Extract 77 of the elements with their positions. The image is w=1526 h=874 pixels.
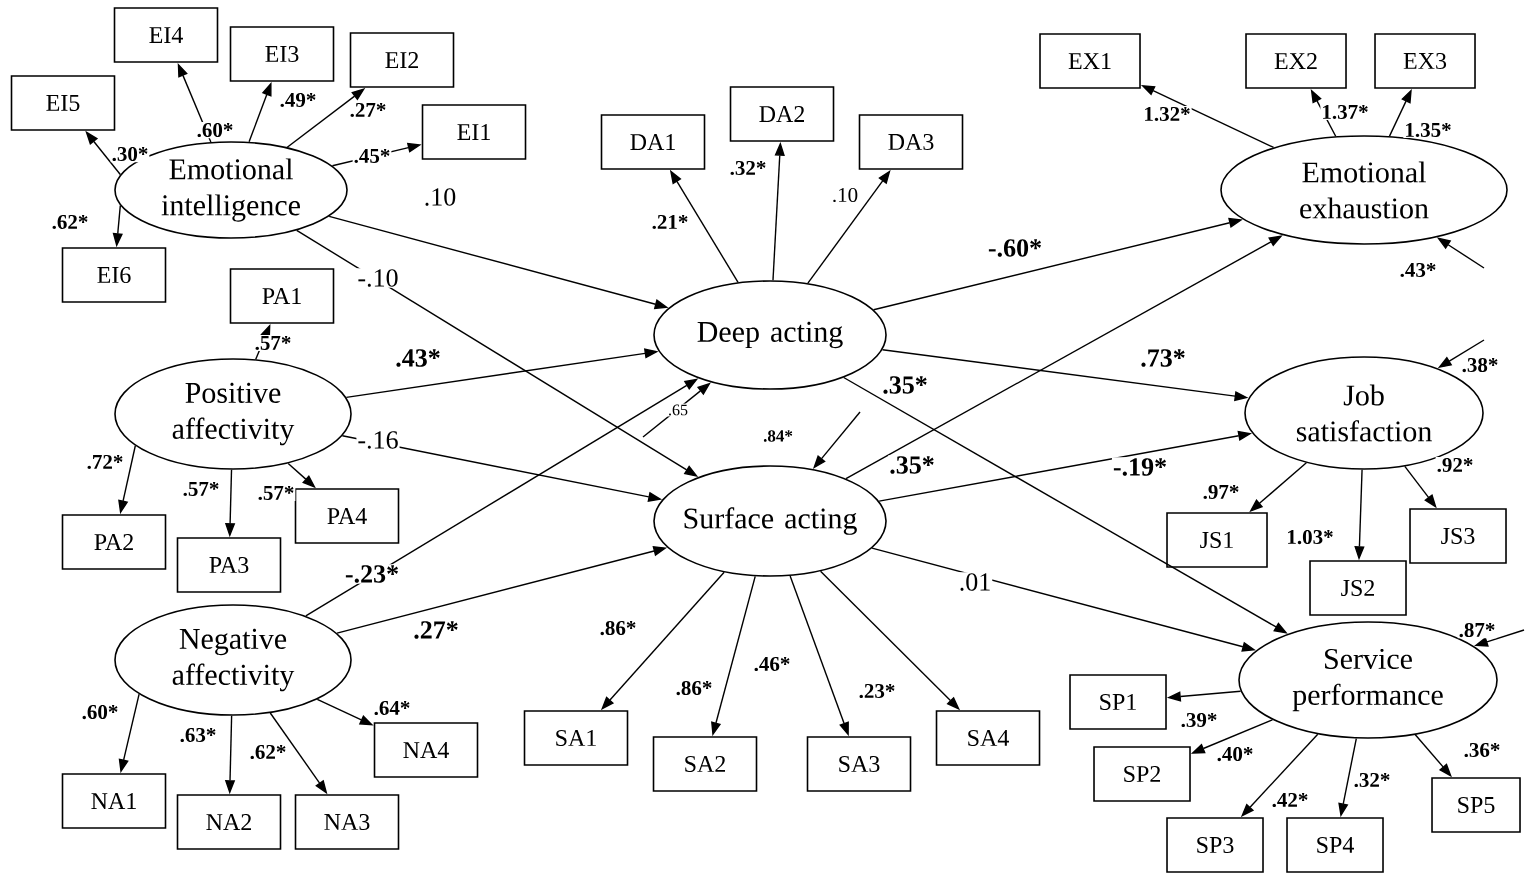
path-coefficient: .42* (1270, 791, 1310, 809)
path-coefficient: .46* (752, 655, 792, 673)
indicator-box: DA2 (729, 86, 835, 142)
path-coefficient: .97* (1201, 483, 1241, 501)
path-coefficient: -.60* (986, 238, 1044, 258)
indicator-box: NA2 (176, 794, 282, 850)
indicator-box: NA3 (294, 794, 400, 850)
path-coefficient: .01 (957, 572, 993, 592)
indicator-box: SP5 (1431, 777, 1521, 833)
indicator-box: SA2 (652, 736, 758, 792)
path-coefficient: .21* (650, 213, 690, 231)
indicator-box: SA3 (806, 736, 912, 792)
path-coefficient: 1.37* (1320, 103, 1370, 121)
path-coefficient: -.23* (343, 564, 401, 584)
path-coefficient: .62* (50, 213, 90, 231)
indicator-box: SP2 (1093, 746, 1191, 802)
path-coefficient: .60* (195, 121, 235, 139)
path-coefficient: .62* (248, 743, 288, 761)
path-coefficient: .84* (762, 429, 794, 443)
path-coefficient: .23* (857, 682, 897, 700)
path-coefficient: 1.32* (1142, 105, 1192, 123)
path-coefficient: .45* (352, 147, 392, 165)
path-coefficient: .43* (394, 348, 442, 368)
path-coefficient: .65 (667, 403, 689, 417)
indicator-box: PA4 (294, 488, 400, 544)
path-coefficient: .86* (598, 619, 638, 637)
path-coefficient: .40* (1215, 745, 1255, 763)
path-coefficient: .43* (1398, 261, 1438, 279)
path-coefficient: .57* (256, 484, 296, 502)
indicator-box: EI3 (229, 26, 335, 82)
path-coefficient: .57* (181, 480, 221, 498)
path-coefficient: .27* (348, 101, 388, 119)
indicator-box: SP3 (1166, 817, 1264, 873)
indicator-box: SP1 (1069, 674, 1167, 730)
path-coefficient: .36* (1462, 741, 1502, 759)
indicator-box: DA1 (600, 114, 706, 170)
path-coefficient: .57* (253, 334, 293, 352)
indicator-box: DA3 (858, 114, 964, 170)
indicator-box: JS2 (1309, 560, 1407, 616)
indicator-box: JS3 (1409, 508, 1507, 564)
path-coefficient: .10 (422, 187, 458, 207)
indicator-box: NA1 (61, 773, 167, 829)
path-coefficient: -.19* (1111, 457, 1169, 477)
indicator-box: NA4 (373, 722, 479, 778)
path-coefficient: .32* (728, 159, 768, 177)
indicator-box: EI2 (349, 32, 455, 88)
path-coefficient: .92* (1435, 456, 1475, 474)
indicator-box: EI5 (10, 75, 116, 131)
indicator-box: PA1 (229, 268, 335, 324)
path-coefficient: -.16 (356, 430, 400, 450)
path-coefficient: .32* (1352, 771, 1392, 789)
indicator-box: EI6 (61, 247, 167, 303)
path-coefficient: .39* (1179, 711, 1219, 729)
indicator-box: PA3 (176, 537, 282, 593)
path-coefficient: .10 (830, 186, 860, 204)
path-coefficient: .87* (1457, 621, 1497, 639)
path-coefficient: .30* (110, 145, 150, 163)
indicator-box: EX1 (1039, 33, 1141, 89)
path-coefficient: .86* (674, 679, 714, 697)
path-coefficient: 1.35* (1403, 121, 1453, 139)
indicator-box: JS1 (1166, 512, 1268, 568)
path-coefficient: 1.03* (1285, 528, 1335, 546)
indicator-box: SA4 (935, 710, 1041, 766)
path-coefficient: .27* (412, 620, 460, 640)
path-coefficient: -.10 (356, 268, 400, 288)
indicator-box: EI4 (113, 7, 219, 63)
path-coefficient: .64* (372, 699, 412, 717)
indicator-box: EX3 (1374, 33, 1476, 89)
indicator-box: SA1 (523, 710, 629, 766)
path-coefficient: .35* (888, 455, 936, 475)
path-coefficient: .63* (178, 726, 218, 744)
indicator-box: EX2 (1245, 33, 1347, 89)
path-coefficient: .49* (278, 91, 318, 109)
indicator-box: SP4 (1286, 817, 1384, 873)
indicator-box: PA2 (61, 514, 167, 570)
path-coefficient: .73* (1139, 348, 1187, 368)
indicator-box: EI1 (421, 104, 527, 160)
